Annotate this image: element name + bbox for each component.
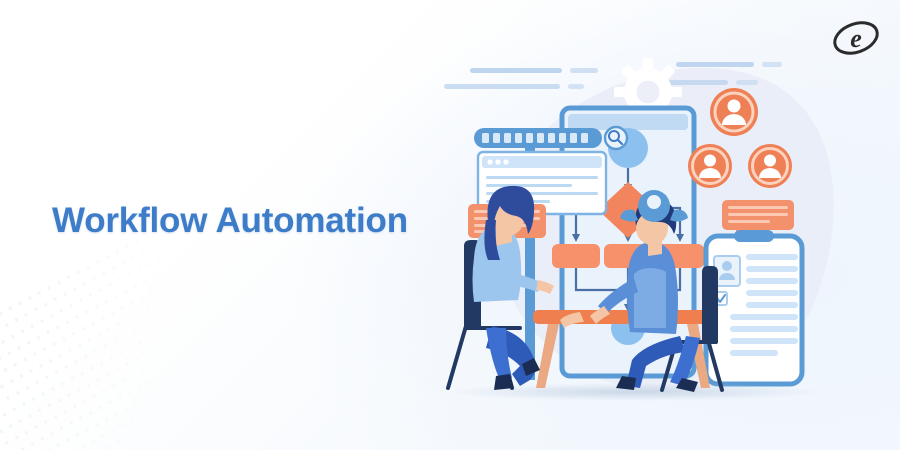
magnifier-icon[interactable]: [603, 125, 629, 151]
headset-icon: [620, 190, 688, 222]
person-woman-left: [446, 185, 554, 390]
search-bar[interactable]: [474, 125, 629, 151]
document-panel: [703, 230, 805, 387]
user-avatar-icon-1: [710, 88, 758, 136]
decor-dash-lines: [444, 62, 782, 89]
logo-letter: e: [850, 24, 862, 53]
person-man-right: [560, 190, 724, 392]
page-title: Workflow Automation: [52, 201, 408, 240]
workflow-automation-illustration: [444, 58, 834, 401]
user-avatar-icon-2: [688, 144, 732, 188]
e-logo[interactable]: e: [830, 12, 882, 64]
flow-task-node-1: [552, 244, 600, 268]
user-avatar-icon-3: [748, 144, 792, 188]
dot-texture: [0, 228, 246, 450]
